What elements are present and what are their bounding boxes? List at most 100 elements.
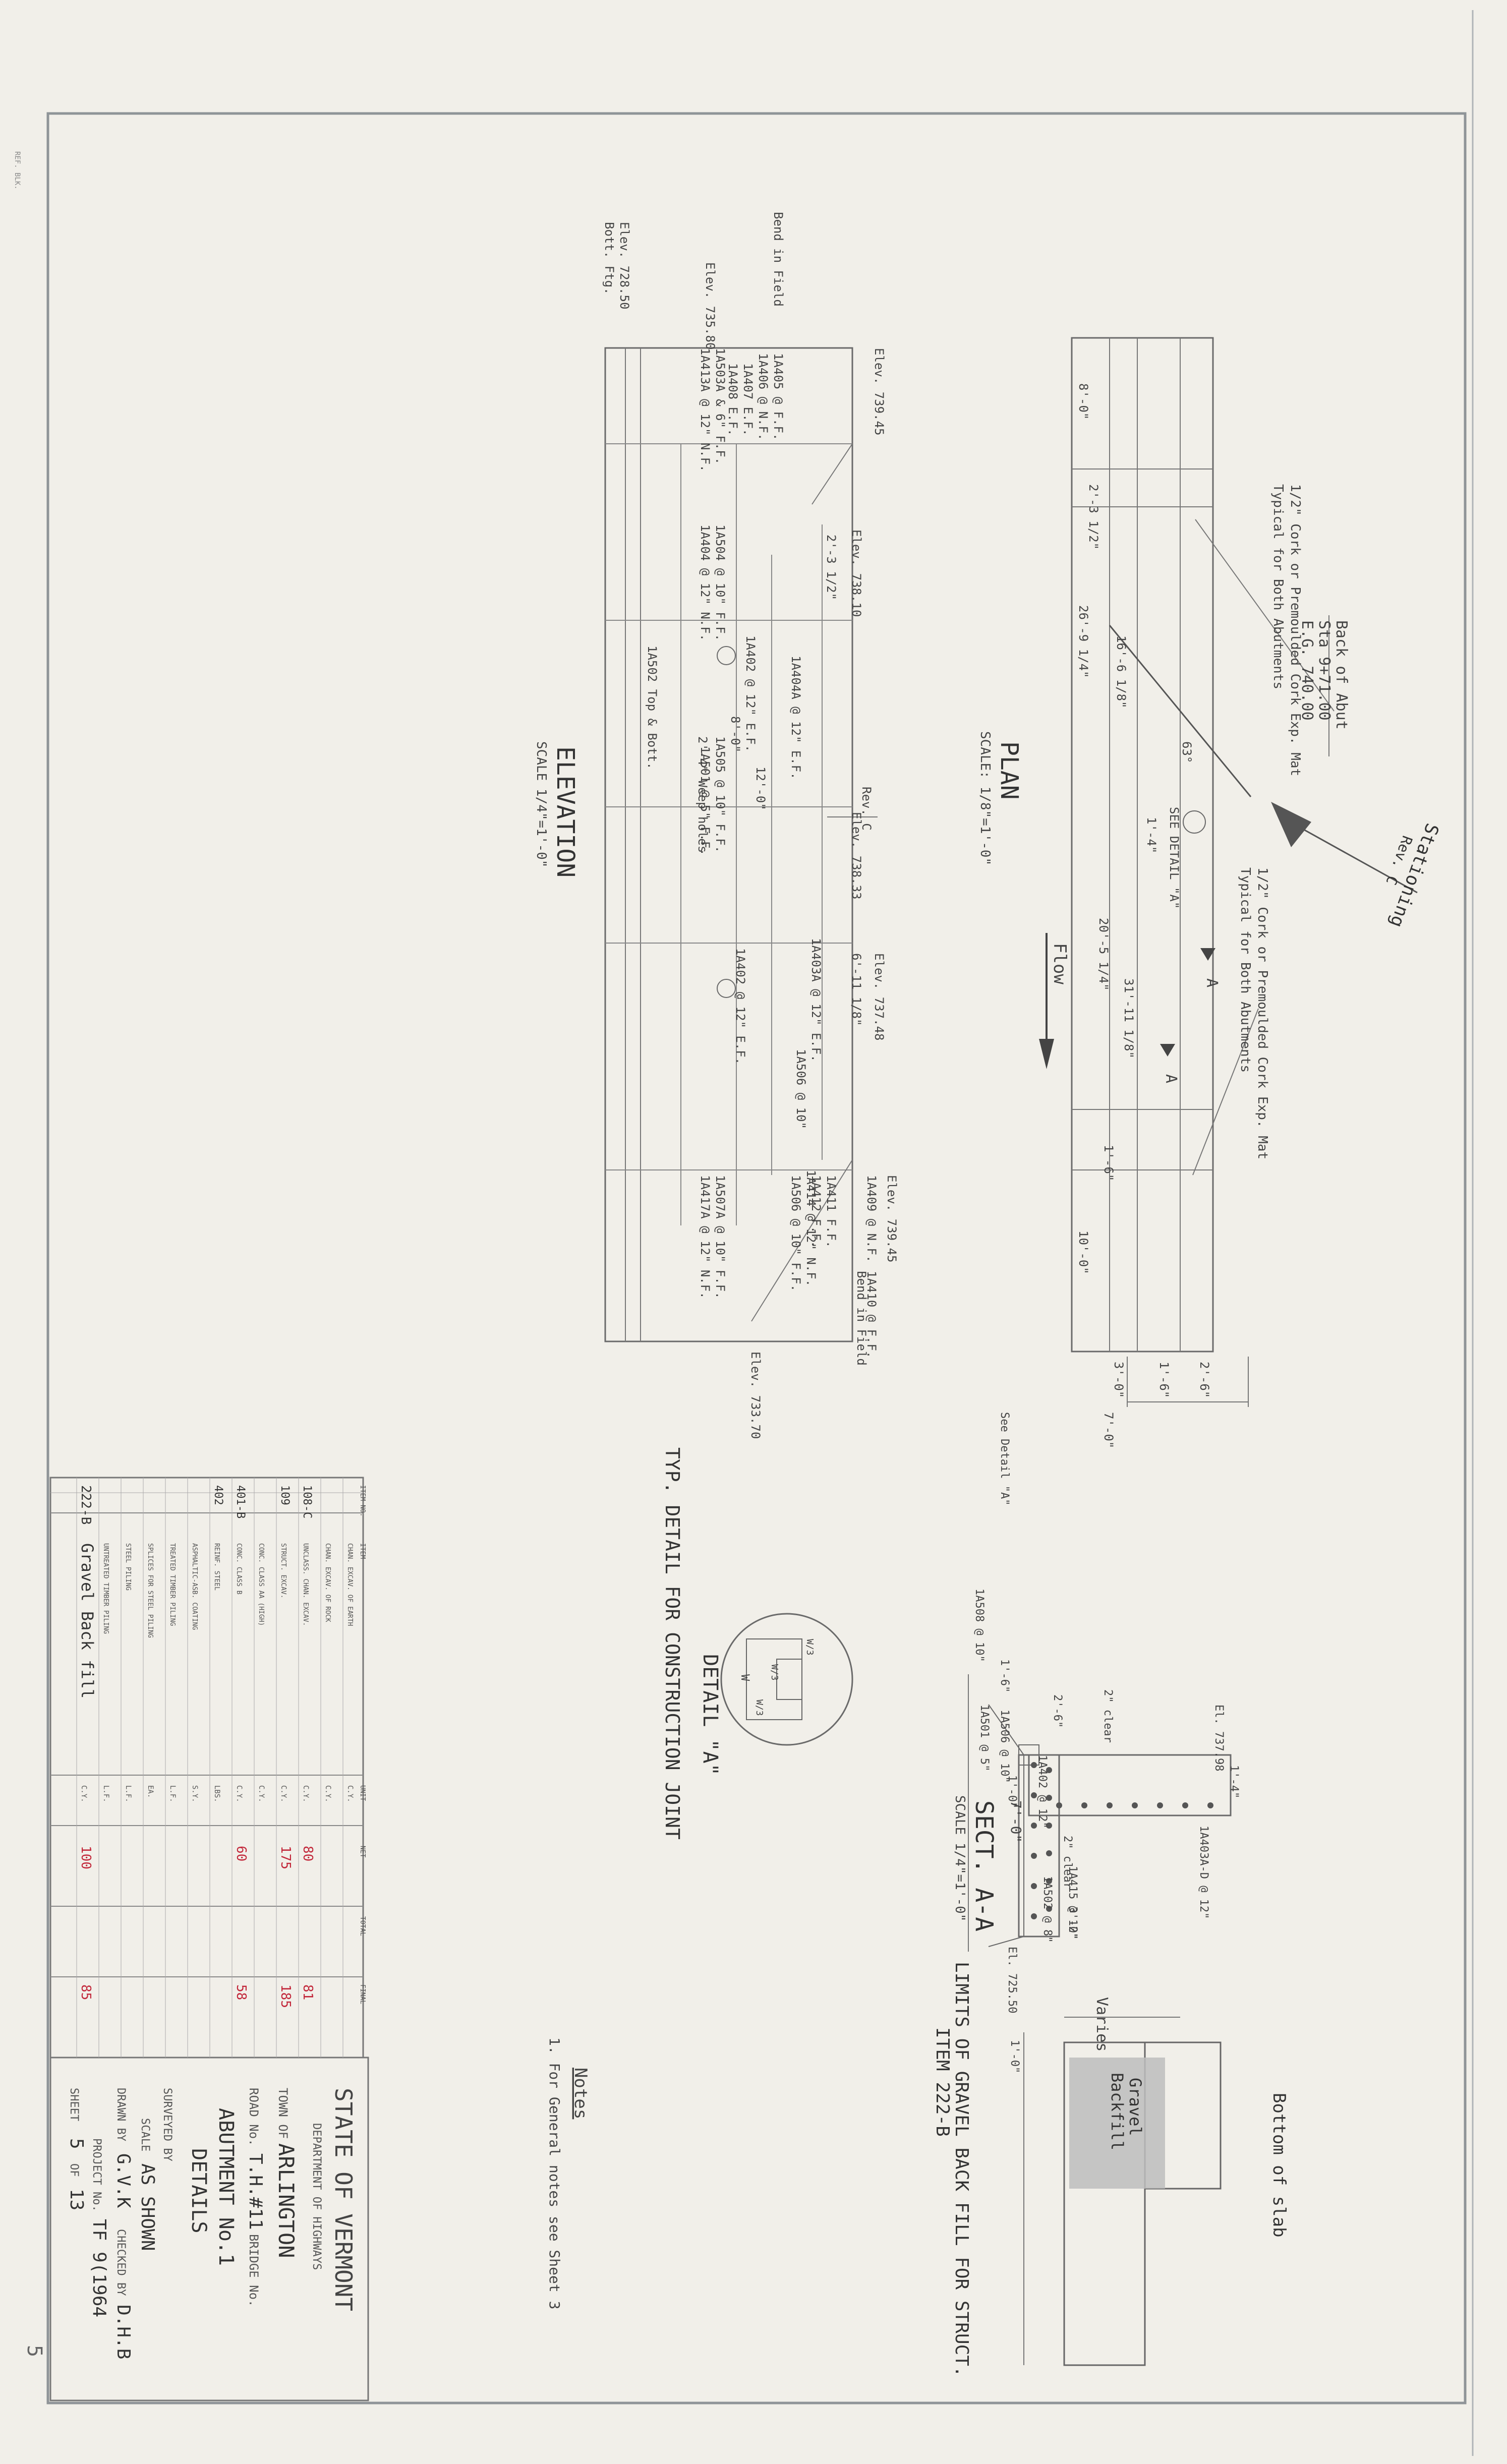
detail-a-w: W [738,1674,751,1681]
elevation-label: Elev. 738.33 [849,812,863,899]
cork-note-left-1: 1/2" Cork or Premoulded Cork Exp. Mat [1288,484,1303,776]
elevation-title: ELEVATION [551,746,579,877]
section-labels: See Detail "A"1A508 @ 10"1A501 @ 5"1A506… [973,1412,1240,2013]
section-label: See Detail "A" [998,1412,1011,1505]
qty-item-desc: STEEL PILING [124,1543,132,1591]
plan-dim: 7'-0" [1102,1412,1116,1448]
drawn-value: G.V.K [113,2153,134,2208]
drawn-label: DRAWN BY [114,2088,127,2141]
qty-header-5: FINAL [359,1984,366,2004]
detail-a-w3: W/3 [754,1699,765,1716]
section-label: 1A506 @ 10" [998,1710,1011,1783]
section-label: El. 737.98 [1212,1705,1225,1771]
cork-note-left-2: Typical for Both Abutments [1270,484,1286,689]
title-department: DEPARTMENT OF HIGHWAYS [310,2123,323,2270]
section-label: El. 725.50 [1006,1947,1018,2013]
town-label: TOWN OF [276,2088,290,2139]
plan-dim: 10'-0" [1076,1230,1090,1274]
qty-item-desc: TREATED TIMBER PILING [168,1543,176,1626]
rebar-dot [1031,1792,1037,1798]
section-dim-width: 7'-0" [1008,1800,1024,1843]
qty-item-desc: UNTREATED TIMBER PILING [102,1543,109,1634]
project-label: PROJECT No. [90,2138,103,2212]
rebar-dot [1056,1802,1062,1808]
cork-note-right-1: 1/2" Cork or Premoulded Cork Exp. Mat [1255,867,1270,1159]
margin-note: REF. BLK. [13,151,21,190]
section-label: 2'-6" [1051,1694,1064,1728]
qty-item-final: 85 [78,1984,93,2000]
section-aa-view: SECT. A-A SCALE 1/4"=1'-0" 7'-0" See Det… [952,1412,1240,2013]
section-label: 1'-4" [1228,1765,1240,1798]
gravel-label-1: Gravel [1126,2078,1145,2136]
scale-value: AS SHOWN [137,2163,158,2251]
elevation-label: 2'-4" Weep holes [695,736,710,853]
section-label: 1'-6" [998,1659,1011,1692]
rebar-dot [1132,1802,1138,1808]
qty-item-desc: ASPHALTIC-ASB. COATING [191,1543,198,1630]
gravel-item: ITEM 222-B [932,2027,953,2137]
plan-dim: 3'-0" [1112,1362,1126,1398]
qty-item-final: 185 [278,1984,293,2008]
qty-item-unit: S.Y. [191,1785,199,1802]
section-label: 1A508 @ 10" [973,1589,986,1662]
elevation-label: Bott. Ftg. [602,222,616,295]
qty-item-unit: C.Y. [302,1785,310,1802]
qty-item-unit: L.F. [124,1785,132,1802]
title-state: STATE OF VERMONT [330,2088,357,2311]
elevation-label: 1A407 E.F. [741,363,755,436]
elevation-label: 1A404A @ 12" E.F. [789,656,803,780]
section-label: 1A402 @ 12" [1036,1755,1049,1829]
qty-item-desc: CHAN. EXCAV. OF EARTH [346,1543,354,1626]
gravel-label-2: Backfill [1108,2073,1127,2150]
gravel-hatch [1069,2058,1165,2189]
elevation-label: Elev. 739.45 [885,1175,899,1262]
qty-item-net: 175 [278,1846,293,1869]
rebar-dot [1207,1802,1213,1808]
gravel-varies: Varies [1093,1997,1111,2051]
elevation-label: 1A507A @ 10" F.F. [713,1175,727,1299]
elevation-scale: SCALE 1/4"=1'-0" [534,741,549,867]
elevation-label: 1A505 @ 10" F.F. [713,736,727,853]
back-of-abut-2: Sta 9+71.00 [1315,620,1333,721]
sheet-label: SHEET [68,2088,80,2121]
gravel-title: LIMITS OF GRAVEL BACK FILL FOR STRUCT. [951,1962,972,2377]
elevation-label: 1A501 @ 5" F.F. [698,746,712,856]
elevation-label: 1A402 @ 12" E.F. [733,948,747,1065]
rebar-dot [1046,1767,1052,1773]
elevation-label: 1A403A @ 12" E.F. [809,938,823,1062]
qty-item-desc: UNCLASS. CHAN. EXCAV. [302,1543,309,1626]
elevation-label: 1A411 F.F. [824,1175,838,1248]
checked-value: D.H.B [113,2305,134,2359]
qty-header-2: UNIT [359,1785,366,1801]
sheets-total: 13 [66,2189,87,2210]
plan-view: Back of Abut Sta 9+71.00 E.G. 740.00 1/2… [977,337,1442,1448]
qty-item-net: 80 [300,1846,315,1861]
of-label: OF [68,2163,80,2177]
qty-item-net: 60 [234,1846,249,1861]
plan-dim: 20'-5 1/4" [1096,918,1111,991]
qty-item-desc: SPLICES FOR STEEL PILING [146,1543,154,1638]
elevation-label: 1A406 @ N.F. [756,353,770,440]
rebar-dot [1031,1853,1037,1859]
checked-label: CHECKED BY [114,2229,127,2296]
qty-item-unit: L.F. [168,1785,177,1802]
rebar-dot [1046,1823,1052,1829]
plan-dim: 26'-9 1/4" [1076,605,1090,678]
section-rebar [1031,1762,1213,1919]
plan-section-mark-1: A [1162,1074,1180,1083]
elevation-label: 1A408 E.F. [726,363,740,436]
qty-header-1: ITEM [359,1543,366,1559]
qty-item-final: 58 [234,1984,249,2000]
elevation-label: Bend in Field [854,1271,868,1366]
qty-item-unit: C.Y. [257,1785,265,1802]
rebar-dot [1046,1878,1052,1884]
elevation-label: Elev. 733.70 [748,1352,763,1439]
qty-item-unit: LBS. [213,1785,221,1802]
qty-item-no: 402 [212,1485,224,1505]
gravel-bottom-slab: Bottom of slab [1269,2093,1289,2238]
qty-item-no: 222-B [78,1485,93,1524]
back-of-abut-3: E.G. 740.00 [1298,620,1316,721]
